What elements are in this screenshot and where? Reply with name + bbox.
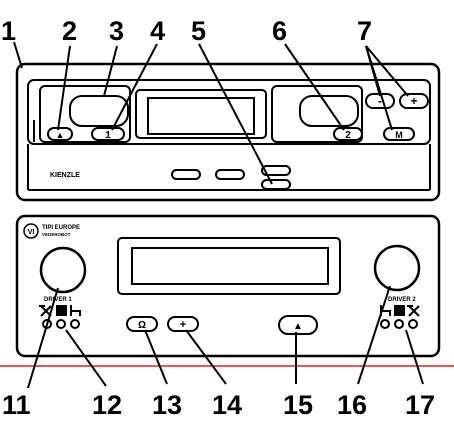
leader-4 <box>111 43 158 131</box>
logo-line-1: TIPI EUROPE <box>42 225 80 231</box>
kienzle-logo-text: KIENZLE <box>50 172 80 179</box>
callout-13: 13 <box>152 390 182 420</box>
plus-button-top[interactable]: + <box>399 93 429 109</box>
logo-mark: VI <box>28 229 35 236</box>
plus-button-bottom[interactable]: + <box>167 316 199 332</box>
driver-2-button[interactable]: 2 <box>333 127 363 141</box>
plus-icon: + <box>410 94 417 108</box>
leader-3 <box>103 45 118 97</box>
print-icon: Ω <box>138 320 146 331</box>
callout-16: 16 <box>337 390 367 420</box>
callout-5: 5 <box>191 16 206 46</box>
lower-slot-2 <box>215 169 245 180</box>
top-unit-inner-panel <box>27 79 431 145</box>
callout-4: 4 <box>150 16 165 46</box>
callout-11: 11 <box>2 390 31 420</box>
menu-button-label: M <box>395 130 403 140</box>
top-display-window <box>147 97 255 135</box>
callout-6: 6 <box>272 16 287 46</box>
driver-1-led-2 <box>56 319 66 329</box>
availability-icon-2 <box>394 305 405 316</box>
driver-2-led-3 <box>408 319 418 329</box>
top-unit: ▲ 1 2 - + M KIENZLE <box>15 62 441 202</box>
callout-1: 1 <box>1 16 16 46</box>
rest-icon <box>70 305 81 316</box>
top-display <box>135 89 267 139</box>
callout-numbers: 1 2 3 4 5 6 7 11 12 13 14 15 16 17 <box>1 16 435 420</box>
driver-1-button[interactable]: 1 <box>91 127 125 141</box>
eject-button-bottom[interactable]: ▲ <box>278 315 318 335</box>
left-knob[interactable] <box>39 246 87 294</box>
callout-15: 15 <box>283 390 313 420</box>
leader-5 <box>198 43 273 185</box>
callout-17: 17 <box>405 390 435 420</box>
callout-2: 2 <box>62 16 77 46</box>
driver-2-activity-icons <box>380 305 420 317</box>
leader-14 <box>185 329 227 385</box>
lower-slot-1 <box>171 169 201 180</box>
driver-2-led-2 <box>394 319 404 329</box>
menu-button[interactable]: M <box>383 127 415 141</box>
leader-12 <box>65 329 107 387</box>
driver-2-button-label: 2 <box>345 130 351 141</box>
bottom-display-window <box>131 247 329 285</box>
leader-16 <box>357 285 391 385</box>
lower-slot-3[interactable] <box>261 165 291 176</box>
lower-slot-4[interactable] <box>261 179 291 190</box>
callout-12: 12 <box>92 390 122 420</box>
logo-line-2: VEDEROBOT <box>42 232 71 237</box>
eject-button-top[interactable]: ▲ <box>47 127 73 141</box>
leader-7c <box>365 45 393 131</box>
card-slot-1-opening <box>69 95 129 127</box>
bottom-unit-frame <box>15 214 441 358</box>
availability-icon <box>56 305 67 316</box>
right-knob[interactable] <box>373 244 421 292</box>
bottom-display <box>117 237 341 295</box>
leader-7b <box>365 45 409 97</box>
driver-2-led-1 <box>380 319 390 329</box>
leader-17 <box>405 329 424 385</box>
driver-1-button-label: 1 <box>105 130 111 141</box>
callout-14: 14 <box>212 390 242 420</box>
driver-1-label: DRIVER 1 <box>44 297 72 303</box>
print-button[interactable]: Ω <box>126 316 158 332</box>
plus-icon-bottom: + <box>180 319 186 331</box>
vdo-logo: VI TIPI EUROPE VEDEROBOT <box>23 223 80 239</box>
bottom-unit: VI TIPI EUROPE VEDEROBOT DRIVER 1 DRIVER… <box>15 214 441 358</box>
driver-1-activity-icons <box>39 305 81 317</box>
work-icon-2 <box>407 305 420 317</box>
minus-icon: - <box>378 94 382 108</box>
leader-13 <box>144 329 168 385</box>
card-slot-2-opening <box>299 95 359 127</box>
leader-lines <box>13 41 424 389</box>
card-slot-1[interactable] <box>39 85 131 143</box>
eject-icon: ▲ <box>56 130 65 140</box>
eject-icon-bottom: ▲ <box>293 321 303 332</box>
top-unit-frame <box>15 62 441 202</box>
leader-6 <box>284 43 345 131</box>
card-slot-2[interactable] <box>271 85 363 143</box>
callout-3: 3 <box>109 16 124 46</box>
leader-11 <box>27 287 59 389</box>
minus-button[interactable]: - <box>365 93 395 109</box>
driver-2-label: DRIVER 2 <box>388 297 416 303</box>
callout-7: 7 <box>357 16 372 46</box>
driver-1-led-3 <box>70 319 80 329</box>
leader-2 <box>57 45 71 131</box>
leader-1 <box>13 41 23 69</box>
